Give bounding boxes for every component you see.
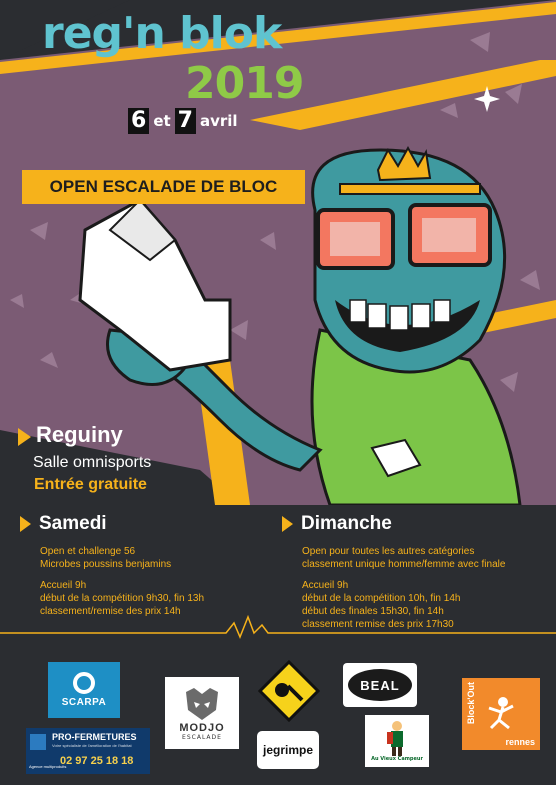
saturday-column: Samedi Open et challenge 56 Microbes pou… bbox=[20, 513, 204, 618]
date-month: avril bbox=[199, 112, 238, 130]
sponsor-profermetures-logo: PRO-FERMETURES Votre spécialiste de l'am… bbox=[26, 728, 150, 774]
sponsor-jegrimpe-logo: jegrimpe bbox=[257, 731, 319, 769]
bear-icon bbox=[186, 687, 218, 720]
hero-illustration: reg'n blok 2019 6 et 7 avril OPEN ESCALA… bbox=[0, 0, 556, 505]
event-banner: OPEN ESCALADE DE BLOC bbox=[22, 170, 305, 204]
triangle-bullet-icon bbox=[20, 516, 31, 532]
divider-wave bbox=[0, 614, 556, 639]
sunday-column: Dimanche Open pour toutes les autres cat… bbox=[282, 513, 505, 631]
crown-icon bbox=[376, 145, 432, 182]
sparkle-icon bbox=[474, 86, 500, 112]
sponsor-road-sign-logo bbox=[258, 660, 320, 722]
venue-admission: Entrée gratuite bbox=[34, 476, 147, 493]
sunday-heading: Dimanche bbox=[301, 513, 392, 534]
venue-hall: Salle omnisports bbox=[33, 454, 152, 471]
saturday-lines: Open et challenge 56 Microbes poussins b… bbox=[20, 545, 204, 618]
event-dates: 6 et 7 avril bbox=[128, 108, 238, 134]
sunday-line: début de la compétition 10h, fin 14h bbox=[302, 593, 461, 604]
venue-city: Reguiny bbox=[36, 422, 123, 447]
sunday-line: classement remise des prix 17h30 bbox=[302, 619, 454, 630]
saturday-line: Open et challenge 56 bbox=[40, 546, 136, 557]
hiker-icon bbox=[387, 721, 403, 756]
event-year: 2019 bbox=[185, 58, 304, 109]
sunday-line: Open pour toutes les autres catégories bbox=[302, 546, 475, 557]
triangle-bullet-icon bbox=[282, 516, 293, 532]
house-icon bbox=[30, 734, 46, 750]
climber-icon bbox=[488, 697, 514, 730]
saturday-line: classement/remise des prix 14h bbox=[40, 606, 181, 617]
date-day-1: 6 bbox=[128, 108, 150, 134]
sponsor-blockout-logo: Block'Out rennes bbox=[462, 678, 540, 750]
scarpa-icon bbox=[73, 672, 95, 694]
road-sign-icon bbox=[258, 660, 320, 722]
sponsor-modjo-logo: MODJO ESCALADE bbox=[165, 677, 239, 749]
date-joiner: et bbox=[153, 112, 171, 130]
sponsor-campeur-logo: Au Vieux Campeur bbox=[365, 715, 429, 767]
sponsor-scarpa-logo: SCARPA bbox=[48, 662, 120, 718]
sunday-lines: Open pour toutes les autres catégories c… bbox=[282, 545, 505, 631]
sponsor-strip: SCARPA MODJO ESCALADE jegrimpe BEAL bbox=[0, 645, 556, 785]
saturday-line: début de la compétition 9h30, fin 13h bbox=[40, 593, 205, 604]
event-title: reg'n blok bbox=[42, 8, 282, 59]
sunday-line: Accueil 9h bbox=[302, 580, 349, 591]
sponsor-beal-logo: BEAL bbox=[343, 663, 417, 707]
sunday-line: début des finales 15h30, fin 14h bbox=[302, 606, 444, 617]
sunday-line: classement unique homme/femme avec final… bbox=[302, 559, 506, 570]
saturday-heading: Samedi bbox=[39, 513, 107, 534]
triangle-bullet-icon bbox=[18, 428, 31, 446]
program-section: Samedi Open et challenge 56 Microbes pou… bbox=[0, 505, 556, 645]
date-day-2: 7 bbox=[174, 108, 196, 134]
saturday-line: Accueil 9h bbox=[40, 580, 87, 591]
saturday-line: Microbes poussins benjamins bbox=[40, 559, 172, 570]
